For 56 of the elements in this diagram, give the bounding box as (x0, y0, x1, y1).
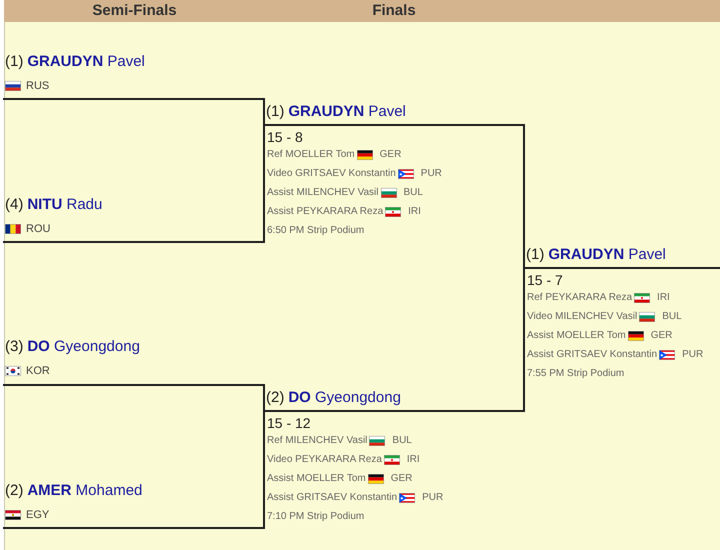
country-code: GER (380, 148, 402, 160)
official-name: Assist MILENCHEV Vasil (267, 186, 379, 198)
official-name: Video MILENCHEV Vasil (527, 310, 638, 322)
country-code: BUL (392, 434, 412, 446)
schedule-text: 6:50 PM Strip Podium (267, 224, 364, 236)
country-code: GER (390, 472, 412, 484)
bracket-line (3, 98, 265, 114)
fencer-name: GRAUDYN Pavel (548, 246, 666, 264)
country-code: PUR (420, 168, 442, 180)
official-name: Ref MILENCHEV Vasil (267, 434, 368, 446)
seed-number: (1) (5, 53, 24, 71)
fencer-name: GRAUDYN Pavel (288, 103, 406, 121)
bracket-line (3, 112, 265, 243)
country-code: IRI (406, 454, 420, 466)
seed-number: (3) (5, 338, 24, 356)
country-code: KOR (26, 364, 50, 378)
country-code: IRI (657, 292, 670, 304)
bracket-line (264, 124, 525, 258)
fencer-name: DO Gyeongdong (288, 389, 401, 407)
seed-number: (1) (526, 246, 544, 264)
official-name: Assist MOELLER Tom (527, 330, 626, 342)
country-code: EGY (26, 508, 50, 522)
country-code: BUL (662, 310, 682, 322)
bracket-line (264, 256, 525, 412)
column-heading: Semi-Finals (92, 2, 177, 19)
official-name: Assist GRITSAEV Konstantin (527, 348, 658, 360)
country-code: PUR (422, 492, 444, 504)
column-heading: Finals (372, 2, 416, 19)
seed-number: (2) (5, 482, 24, 500)
fencer-name: DO Gyeongdong (27, 338, 140, 356)
official-name: Ref PEYKARARA Reza (527, 292, 632, 304)
schedule-text: 7:55 PM Strip Podium (527, 368, 624, 380)
seed-number: (2) (266, 389, 284, 407)
bracket-line (3, 398, 265, 529)
official-name: Video GRITSAEV Konstantin (267, 168, 396, 180)
country-code: PUR (682, 348, 704, 360)
score-text: 15 - 7 (527, 272, 563, 288)
country-code: BUL (404, 186, 423, 198)
official-name: Assist MOELLER Tom (267, 472, 366, 484)
country-code: ROU (26, 222, 50, 236)
fencer-name: NITU Radu (27, 196, 102, 214)
country-code: IRI (408, 206, 421, 218)
schedule-text: 7:10 PM Strip Podium (267, 510, 364, 522)
official-name: Ref MOELLER Tom (267, 148, 355, 160)
fencer-name: AMER Mohamed (27, 482, 142, 500)
score-text: 15 - 12 (267, 415, 311, 431)
bracket-line (3, 384, 265, 400)
official-name: Assist PEYKARARA Reza (267, 206, 384, 218)
seed-number: (1) (266, 103, 284, 121)
official-name: Video PEYKARARA Reza (267, 454, 382, 466)
country-code: RUS (26, 79, 50, 93)
score-text: 15 - 8 (267, 129, 303, 145)
country-code: GER (650, 330, 672, 342)
seed-number: (4) (5, 196, 24, 214)
fencer-name: GRAUDYN Pavel (27, 53, 145, 71)
official-name: Assist GRITSAEV Konstantin (267, 492, 398, 504)
